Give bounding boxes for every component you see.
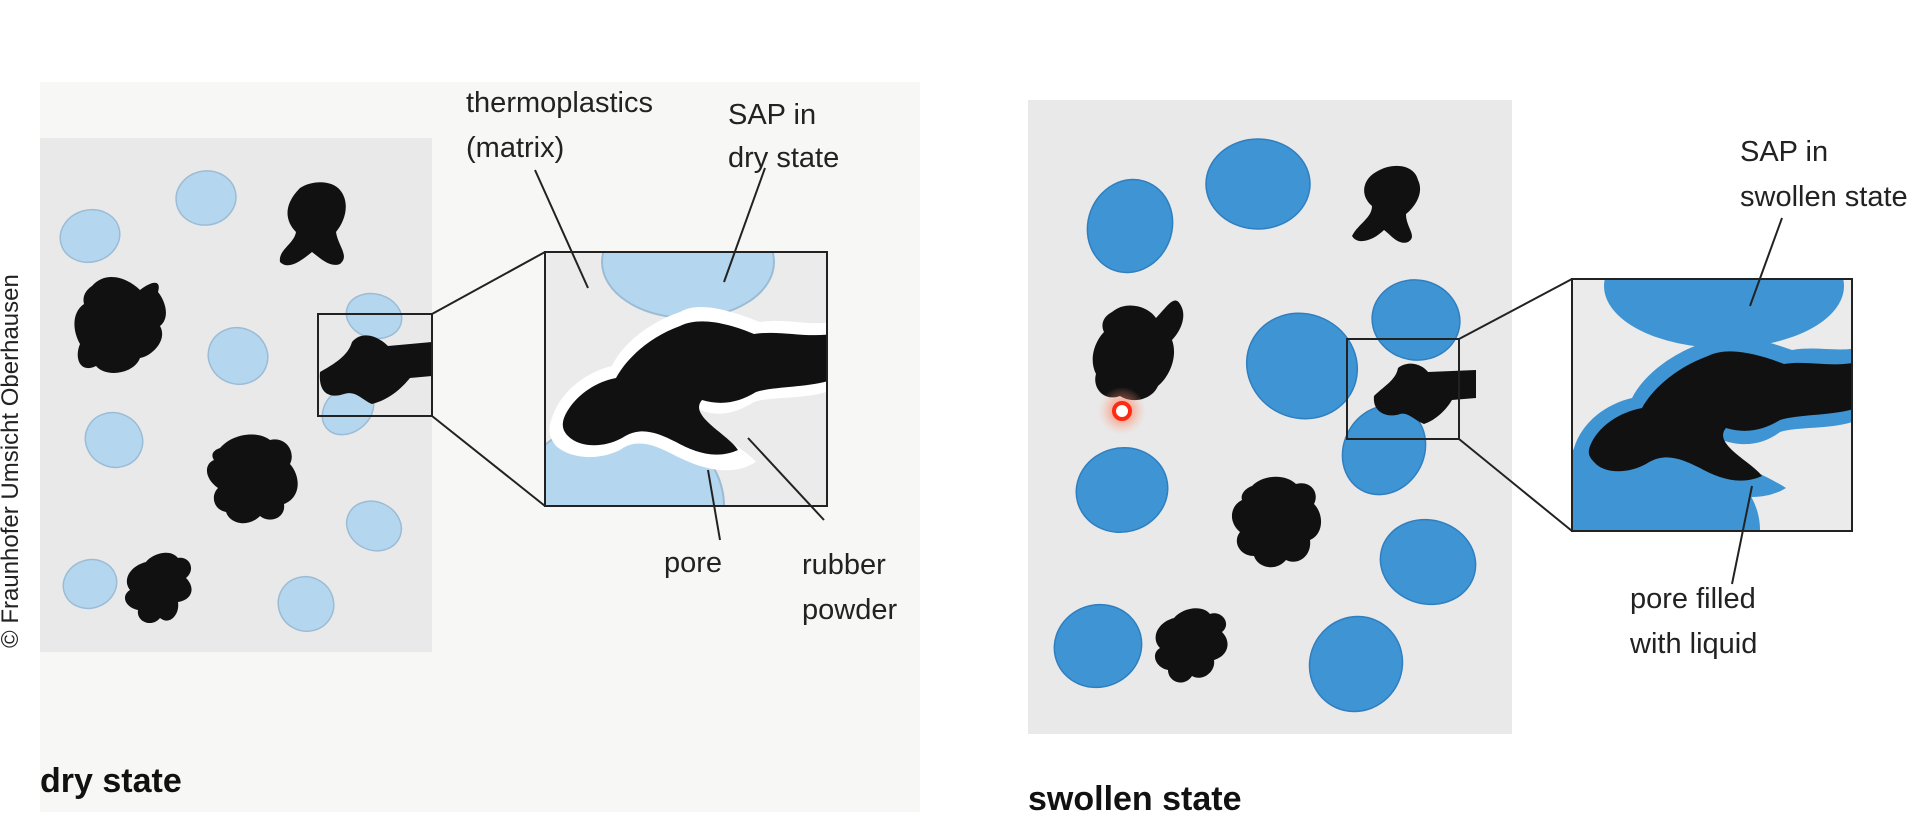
rubber-particle-icon [1588,351,1852,481]
dry-sap-particle [345,500,403,552]
label-powder: powder [802,594,897,626]
label-sap-dry-line1: SAP in [728,99,816,131]
rubber-particle-icon [1373,363,1476,424]
dry-sap-particle [207,327,269,385]
swollen-sap-particle [1075,446,1169,534]
label-sap-dry-line2: dry state [728,142,839,174]
dry-sap-particle [277,575,335,633]
label-sap-swollen-line2: swollen state [1740,181,1908,213]
dry-sap-particle [175,170,237,226]
label-pore: pore [664,547,722,579]
dry-zoom-connector [431,415,546,507]
swollen-sap-particle [1053,603,1143,689]
swollen-state-title: swollen state [1028,780,1242,818]
swollen-sap-particle [1371,279,1461,361]
rubber-particle-icon [1231,476,1322,568]
label-sap-swollen-line1: SAP in [1740,136,1828,168]
swollen-sap-particle [1379,518,1477,606]
swollen-sap-particle [1245,312,1359,420]
rubber-particle-icon [1154,608,1228,683]
dry-sap-particle [59,208,121,264]
rubber-particle-icon [1092,300,1184,401]
label-thermoplastics: thermoplastics [466,87,653,119]
swollen-zoom-inset [1571,278,1853,532]
copyright-text: © Fraunhofer Umsicht Oberhausen [0,274,24,648]
dry-leader-lines [534,167,825,541]
rubber-particle-icon [124,552,192,624]
dry-zoom-source-frame [317,313,433,417]
dry-sap-particle [84,411,144,469]
rubber-particle-icon [279,182,346,266]
label-matrix: (matrix) [466,132,564,164]
swollen-zoom-source-frame [1346,338,1460,440]
swollen-leader-lines [1731,217,1783,585]
rubber-particle-icon [1352,165,1421,243]
dry-sap-particles [59,170,403,633]
swollen-zoom-connector [1458,278,1573,340]
rubber-particle-icon [319,335,432,404]
dry-rubber-particles [74,182,432,624]
swollen-sap-particle [1205,138,1311,230]
rubber-particle-icon [74,277,166,373]
laser-pointer-icon [1098,387,1146,435]
swollen-sap-particle [1086,178,1174,274]
swollen-zoom-connector [1458,438,1573,532]
dry-zoom-connector [431,251,546,315]
rubber-particle-icon [562,321,827,455]
dry-state-title: dry state [40,762,182,800]
swollen-sap-particles [1053,138,1477,713]
rubber-particle-icon [206,434,298,524]
swollen-sap-particle-zoomed [1604,279,1844,348]
swollen-rubber-particles [1092,165,1476,683]
dry-sap-particle [62,558,118,610]
label-with-liquid: with liquid [1629,628,1757,660]
label-rubber: rubber [802,549,886,581]
label-pore-filled: pore filled [1630,583,1756,615]
dry-zoom-inset [544,251,828,507]
swollen-sap-particle [1308,615,1404,713]
